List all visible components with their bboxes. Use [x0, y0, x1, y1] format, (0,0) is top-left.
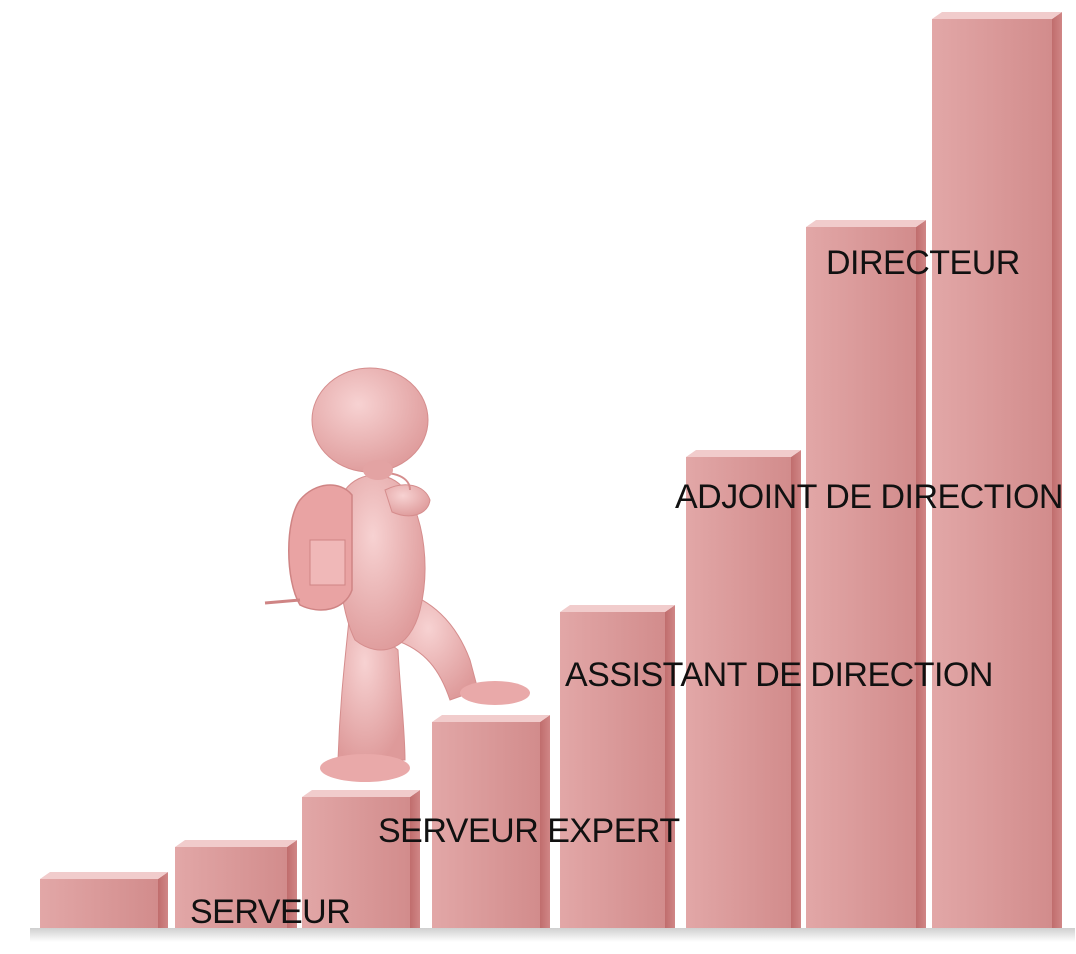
- step-bar-front: [40, 879, 158, 928]
- 3d-person-with-backpack-climbing-icon: [264, 367, 530, 782]
- step-bar-front: [806, 227, 916, 928]
- step-bar-7: [806, 220, 926, 928]
- step-bar-front: [932, 19, 1052, 928]
- step-bar-front: [175, 847, 287, 928]
- step-bar-2: [175, 840, 297, 928]
- step-bar-side: [540, 715, 550, 928]
- step-bar-front: [432, 722, 540, 928]
- step-bar-6: [686, 450, 801, 928]
- step-bar-top: [432, 715, 550, 722]
- step-bar-top: [302, 790, 420, 797]
- step-bar-8: [932, 12, 1062, 928]
- floor-shadow: [30, 928, 1075, 942]
- step-bar-side: [791, 450, 801, 928]
- step-bar-5: [560, 605, 675, 928]
- step-label-6: ADJOINT DE DIRECTION: [675, 478, 1063, 516]
- step-bar-top: [806, 220, 926, 227]
- step-bar-side: [1052, 12, 1062, 928]
- step-bar-front: [686, 457, 791, 928]
- step-bar-3: [302, 790, 420, 928]
- step-bar-4: [432, 715, 550, 928]
- step-bar-side: [287, 840, 297, 928]
- step-label-2: SERVEUR: [190, 893, 351, 931]
- step-bar-side: [665, 605, 675, 928]
- step-bar-top: [175, 840, 297, 847]
- step-label-5: ASSISTANT DE DIRECTION: [565, 656, 993, 694]
- step-bar-side: [158, 872, 168, 928]
- step-bar-top: [40, 872, 168, 879]
- step-bar-front: [302, 797, 410, 928]
- step-label-4: SERVEUR EXPERT: [378, 812, 680, 850]
- step-bar-top: [686, 450, 801, 457]
- step-bar-side: [916, 220, 926, 928]
- step-bar-front: [560, 612, 665, 928]
- step-bar-side: [410, 790, 420, 928]
- step-bar-1: [40, 872, 168, 928]
- step-bar-top: [560, 605, 675, 612]
- step-bar-top: [932, 12, 1062, 19]
- step-label-7: DIRECTEUR: [826, 244, 1020, 282]
